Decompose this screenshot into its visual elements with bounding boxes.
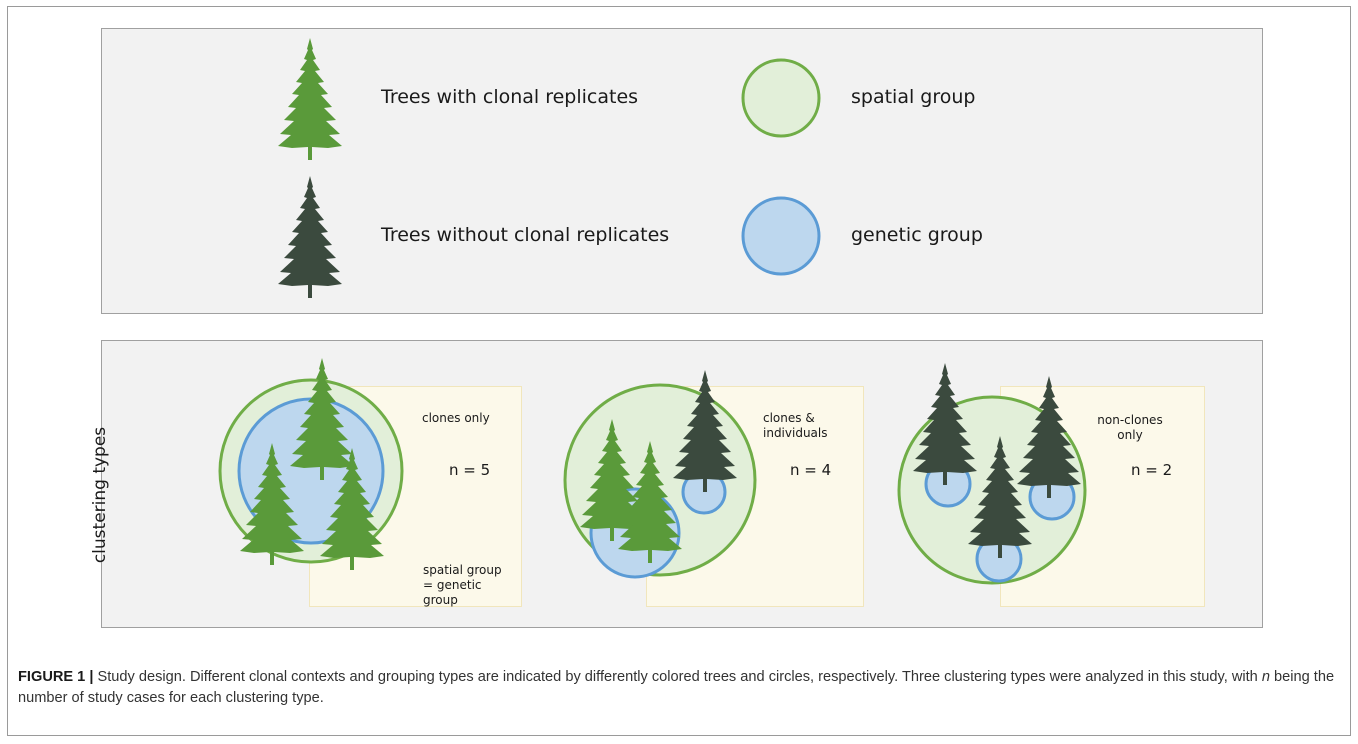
caption-text-part2: being the number of study cases for each… [18, 669, 1335, 706]
type2-label: clones & individuals [763, 411, 828, 440]
legend-genetic-group-label: genetic group [851, 224, 983, 246]
caption-n-symbol: n [1261, 669, 1270, 685]
type2-n: n = 4 [790, 461, 832, 479]
figure-frame [7, 6, 1351, 736]
figure-caption: FIGURE 1 | Study design. Different clona… [18, 667, 1338, 709]
type3-n: n = 2 [1131, 461, 1173, 479]
type1-n: n = 5 [449, 461, 491, 479]
caption-text-part1: Study design. Different clonal contexts … [93, 669, 1262, 685]
type1-label: clones only [422, 411, 490, 425]
legend-clonal-tree-label: Trees with clonal replicates [381, 86, 639, 108]
legend-spatial-group-label: spatial group [851, 86, 976, 108]
legend-clonal-tree-icon [278, 38, 342, 160]
figure-label: FIGURE 1 | [18, 669, 94, 685]
legend-nonclonal-tree-icon [278, 176, 342, 298]
legend-nonclonal-tree-label: Trees without clonal replicates [381, 224, 670, 246]
legend-spatial-group-icon [741, 58, 821, 138]
type3-label: non-clones only [1097, 413, 1163, 442]
legend-genetic-group-icon [741, 196, 821, 276]
type1-note: spatial group = genetic group [423, 563, 502, 607]
